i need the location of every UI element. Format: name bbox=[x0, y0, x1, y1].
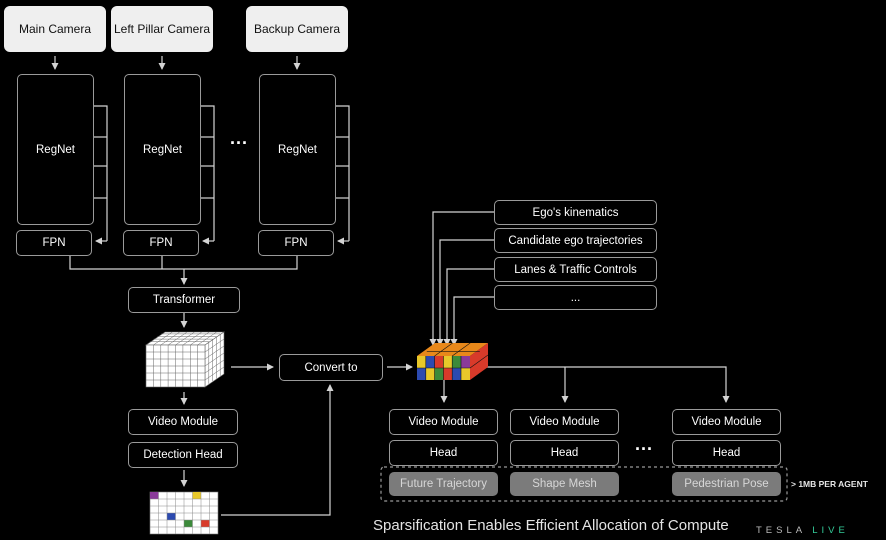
left-pillar-camera-box: Left Pillar Camera bbox=[111, 6, 213, 52]
agent-token-block-icon bbox=[417, 342, 489, 380]
regnet-box-1: RegNet bbox=[17, 74, 94, 225]
head-video-module-box-2: Video Module bbox=[510, 409, 619, 435]
head-label: Head bbox=[429, 447, 458, 459]
fpn-box-1: FPN bbox=[16, 230, 92, 256]
head-video-module-box-1: Video Module bbox=[389, 409, 498, 435]
fpn-label: FPN bbox=[149, 237, 173, 249]
head-box-2: Head bbox=[510, 440, 619, 466]
output-label: Shape Mesh bbox=[532, 478, 597, 490]
fpn-label: FPN bbox=[284, 237, 308, 249]
input-box-ego-kinematics: Ego's kinematics bbox=[494, 200, 657, 225]
head-box-3: Head bbox=[672, 440, 781, 466]
video-module-box: Video Module bbox=[128, 409, 238, 435]
video-module-label: Video Module bbox=[147, 416, 219, 428]
tesla-wordmark: TESLA bbox=[756, 525, 806, 536]
feature-cube-icon bbox=[145, 331, 225, 388]
fpn-box-2: FPN bbox=[123, 230, 199, 256]
regnet-label: RegNet bbox=[36, 143, 75, 156]
per-agent-note: > 1MB PER AGENT bbox=[791, 479, 868, 489]
video-module-label: Video Module bbox=[529, 416, 600, 428]
tesla-live-logo: TESLA LIVE bbox=[756, 525, 849, 536]
left-pillar-camera-label: Left Pillar Camera bbox=[113, 22, 211, 36]
head-box-1: Head bbox=[389, 440, 498, 466]
live-wordmark: LIVE bbox=[812, 525, 849, 536]
head-video-module-box-3: Video Module bbox=[672, 409, 781, 435]
output-shape-mesh: Shape Mesh bbox=[510, 472, 619, 496]
input-label: Candidate ego trajectories bbox=[508, 234, 643, 247]
detection-head-label: Detection Head bbox=[143, 449, 223, 461]
head-label: Head bbox=[712, 447, 741, 459]
regnet-label: RegNet bbox=[143, 143, 182, 156]
transformer-label: Transformer bbox=[152, 294, 216, 306]
backup-camera-label: Backup Camera bbox=[253, 22, 341, 36]
regnet-label: RegNet bbox=[278, 143, 317, 156]
video-module-label: Video Module bbox=[408, 416, 479, 428]
input-label: ... bbox=[570, 291, 581, 304]
input-box-lanes-traffic: Lanes & Traffic Controls bbox=[494, 257, 657, 282]
input-label: Lanes & Traffic Controls bbox=[514, 263, 637, 276]
convert-to-label: Convert to bbox=[304, 361, 358, 374]
convert-to-box: Convert to bbox=[279, 354, 383, 381]
fpn-label: FPN bbox=[42, 237, 66, 249]
main-camera-label: Main Camera bbox=[18, 22, 92, 36]
main-camera-box: Main Camera bbox=[4, 6, 106, 52]
backup-camera-box: Backup Camera bbox=[246, 6, 348, 52]
head-ellipsis: ... bbox=[635, 434, 654, 454]
regnet-box-2: RegNet bbox=[124, 74, 201, 225]
input-label: Ego's kinematics bbox=[532, 206, 619, 219]
regnet-box-3: RegNet bbox=[259, 74, 336, 225]
output-label: Future Trajectory bbox=[400, 478, 487, 490]
input-box-candidate-trajectories: Candidate ego trajectories bbox=[494, 228, 657, 253]
camera-ellipsis: ... bbox=[230, 128, 249, 148]
output-pedestrian-pose: Pedestrian Pose bbox=[672, 472, 781, 496]
detection-head-box: Detection Head bbox=[128, 442, 238, 468]
transformer-box: Transformer bbox=[128, 287, 240, 313]
input-box-more: ... bbox=[494, 285, 657, 310]
output-future-trajectory: Future Trajectory bbox=[389, 472, 498, 496]
fpn-box-3: FPN bbox=[258, 230, 334, 256]
video-module-label: Video Module bbox=[691, 416, 762, 428]
head-label: Head bbox=[550, 447, 579, 459]
slide-caption: Sparsification Enables Efficient Allocat… bbox=[373, 517, 729, 534]
detection-grid-icon bbox=[149, 491, 219, 535]
output-label: Pedestrian Pose bbox=[684, 478, 769, 490]
